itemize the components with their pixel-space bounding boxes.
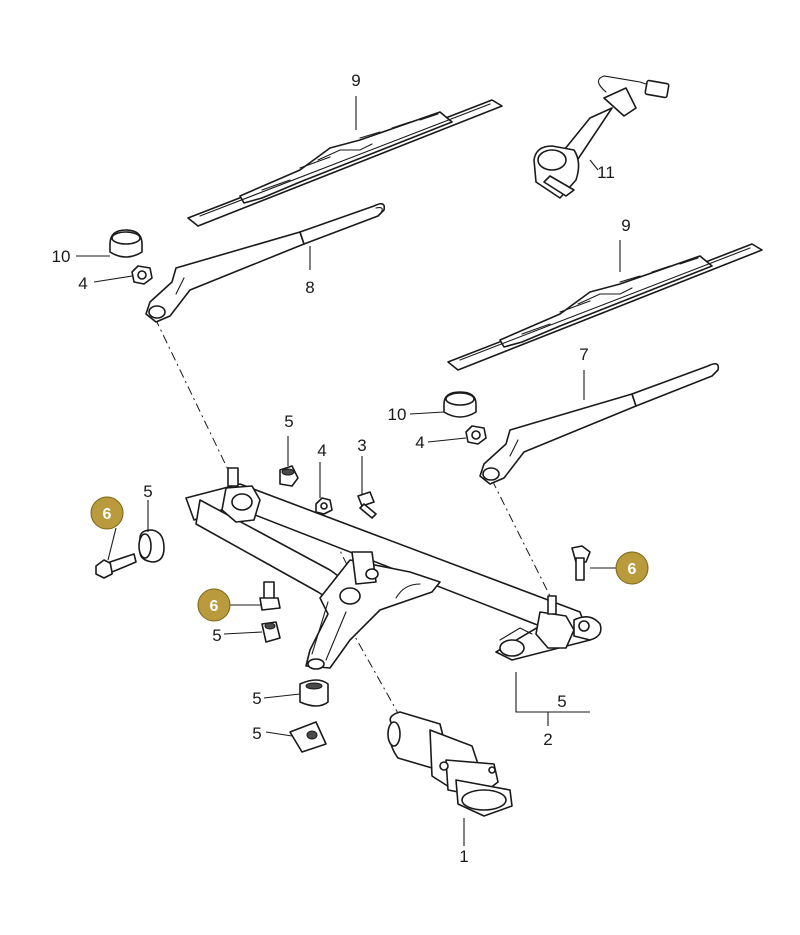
callout-nut-center: 4 [317,441,326,460]
bolt-mid[interactable] [259,581,281,611]
callout-arm-left: 8 [305,278,314,297]
callout-cap-left: 10 [52,247,71,266]
callout-bolt-center: 3 [357,436,366,455]
callout-cap-right: 10 [388,405,407,424]
wiper-blade-left[interactable] [187,99,503,227]
callout-nut-right: 4 [415,433,424,452]
callout-linkage-assembly: 2 [543,730,552,749]
callout-blade-left: 9 [351,71,360,90]
wiper-arm-left[interactable] [145,202,386,323]
nut-left[interactable] [131,265,153,285]
badge-bolt-mid[interactable]: 6 [197,588,231,622]
bolt-center[interactable] [357,491,377,519]
badge-circle [615,551,649,585]
badge-bolt-right[interactable]: 6 [615,551,649,585]
wiper-arm-right[interactable] [479,362,720,485]
callout-grommet-left: 5 [143,482,152,501]
wiper-blade-right[interactable] [447,243,763,371]
bolt-left[interactable] [95,553,137,579]
callout-spacer-bottom: 5 [252,689,261,708]
wiper-linkage[interactable] [185,467,602,670]
badge-circle [197,588,231,622]
callout-blade-right: 9 [621,216,630,235]
callout-motor: 1 [459,847,468,866]
callout-arm-right: 7 [579,345,588,364]
clip-bottom[interactable] [289,721,327,753]
spacer-bottom[interactable] [299,679,329,707]
callout-linkage-right: 5 [557,692,566,711]
nut-right[interactable] [465,425,487,445]
bolt-right[interactable] [571,545,591,581]
callout-sensor: 11 [597,163,615,182]
badge-label: 6 [628,561,637,578]
callout-clip-bottom: 5 [252,724,261,743]
grommet-left[interactable] [138,529,165,563]
badge-label: 6 [103,506,112,523]
cap-left[interactable] [109,229,143,258]
callout-nut-left: 4 [78,274,87,293]
cap-right[interactable] [443,391,477,418]
leader-lines [76,96,621,846]
wiper-motor[interactable] [387,711,513,817]
badge-label: 6 [210,598,219,615]
callout-bushing-top: 5 [284,412,293,431]
rain-sensor[interactable] [533,75,670,199]
badge-bolt-left[interactable]: 6 [90,496,124,530]
badge-circle [90,496,124,530]
callouts: 9 11 9 10 4 8 7 10 4 5 4 3 5 5 5 5 5 2 1 [52,71,631,866]
nut-center[interactable] [315,497,333,515]
washer-mid[interactable] [261,621,281,643]
bushing-top[interactable] [279,465,299,487]
callout-washer-mid: 5 [212,626,221,645]
